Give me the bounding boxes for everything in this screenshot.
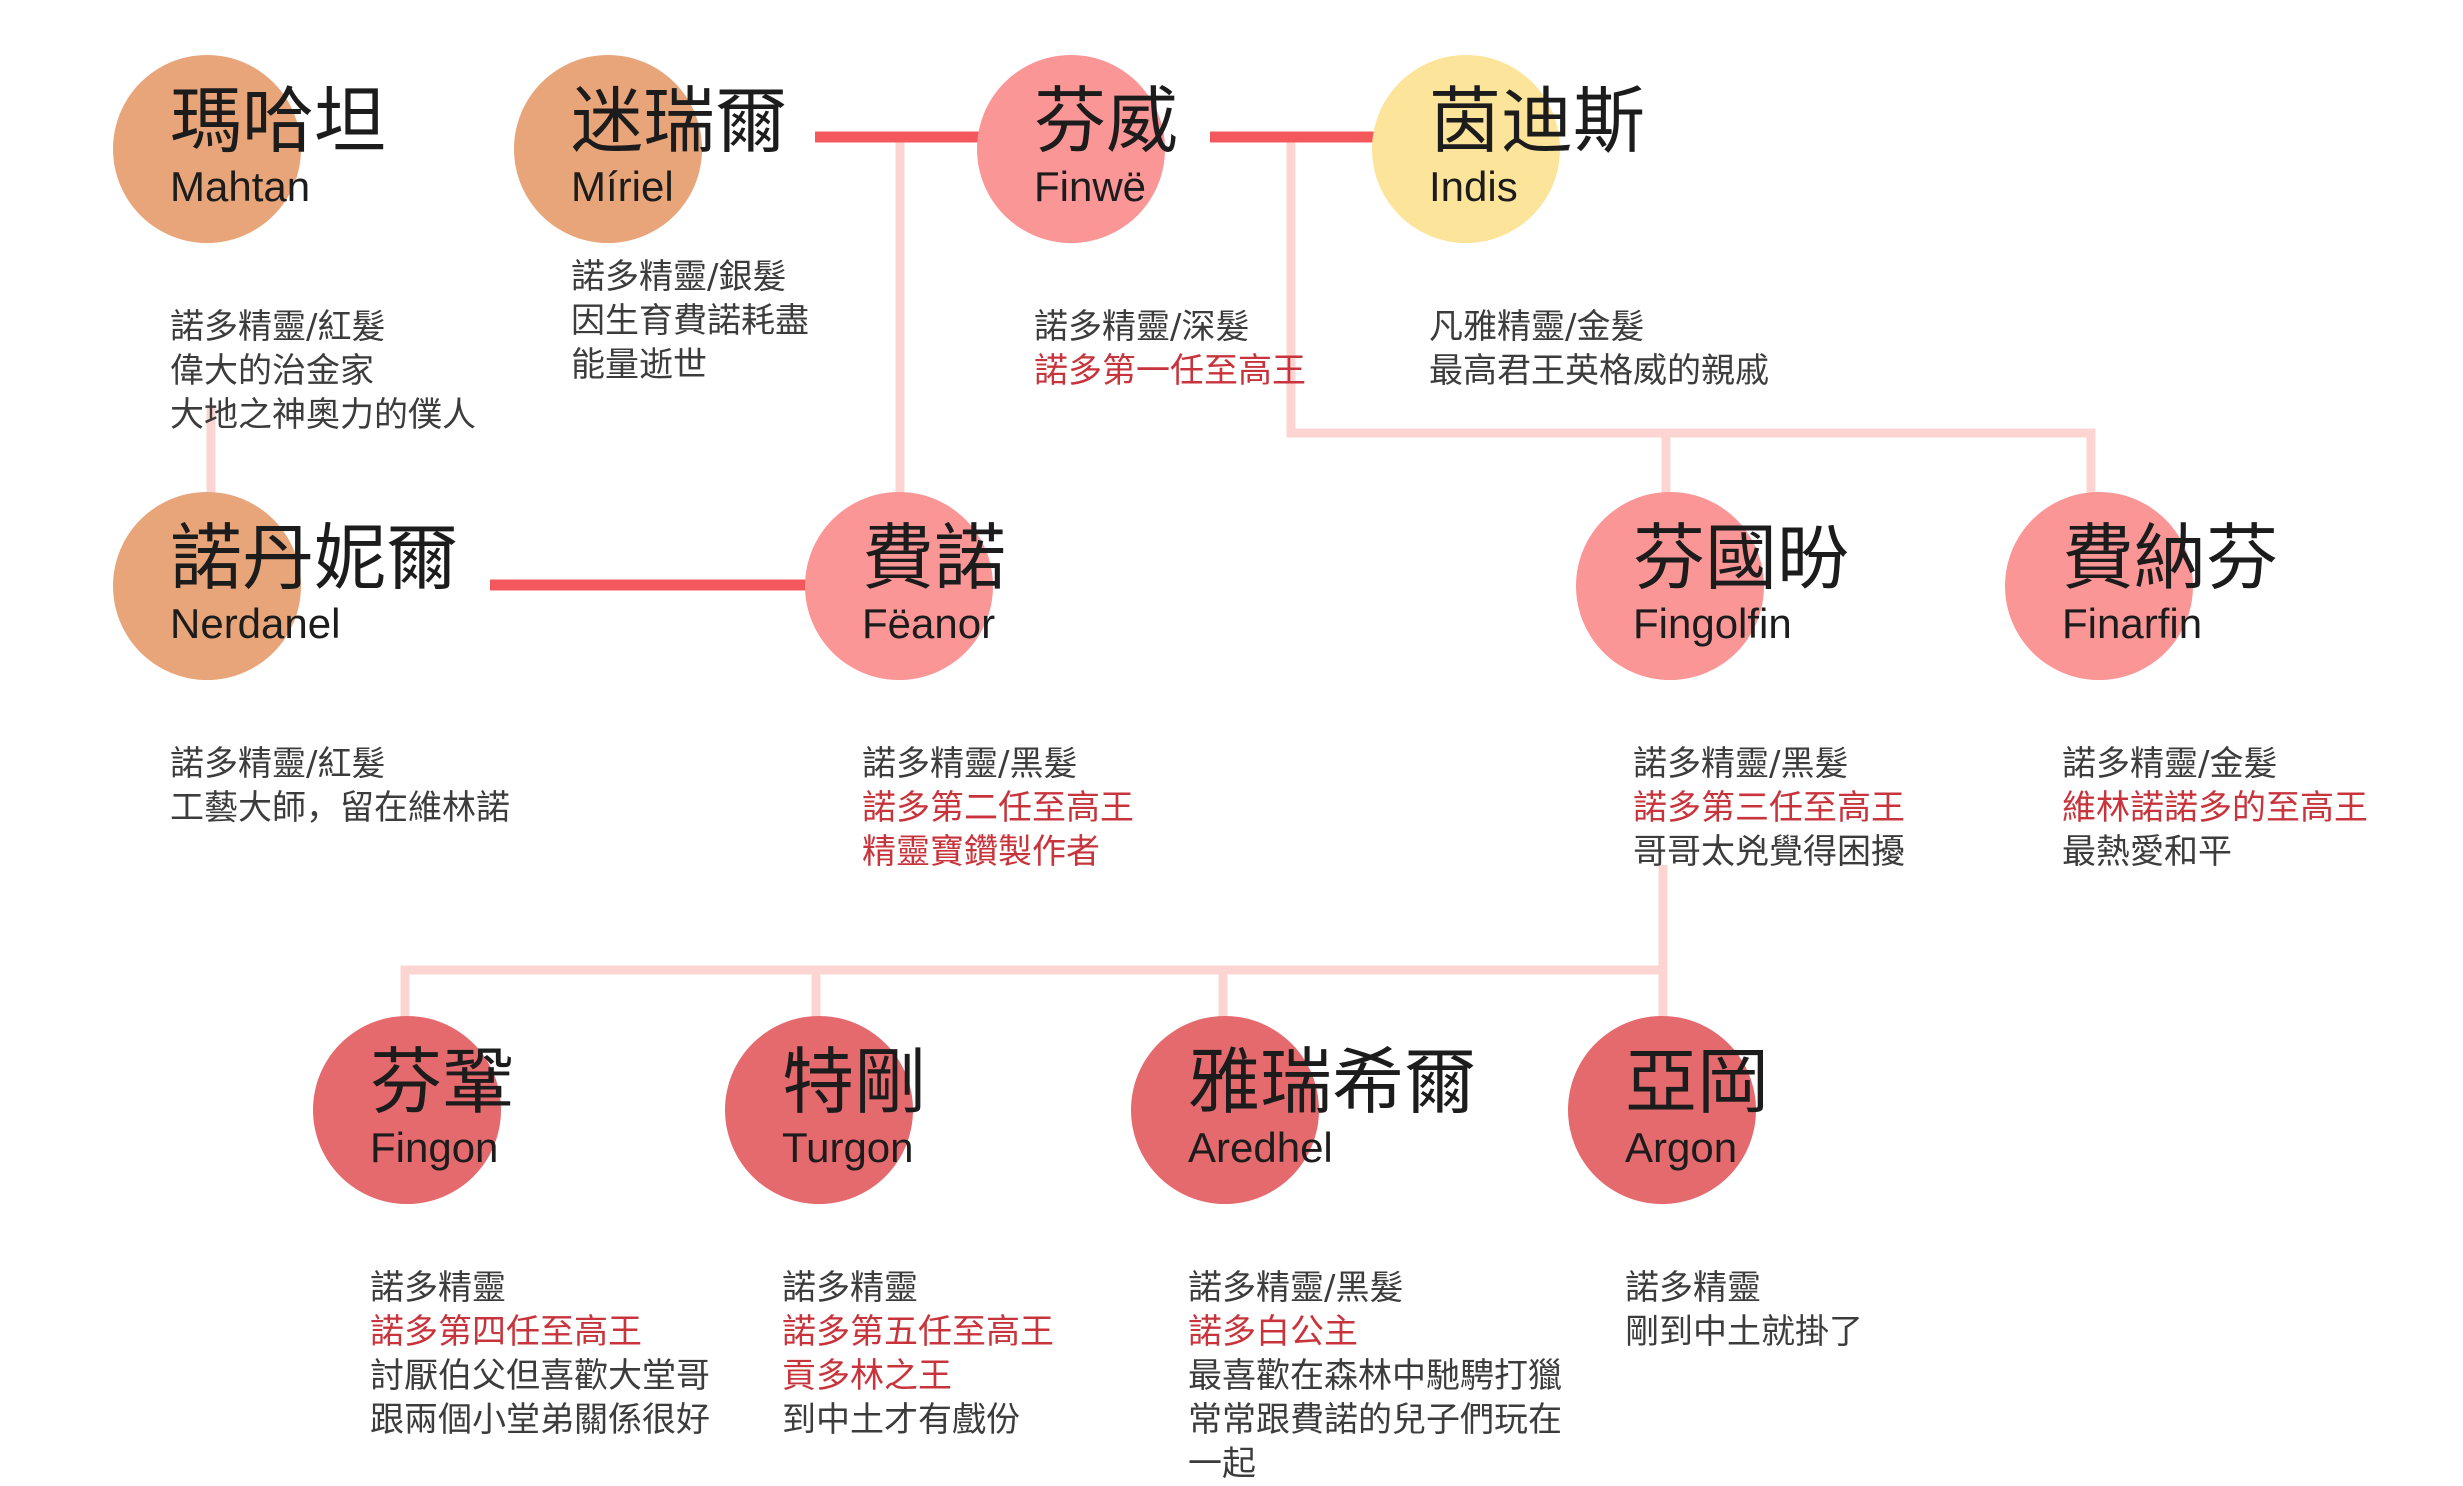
person-name-en: Turgon	[782, 1124, 914, 1171]
person-circle-argon	[1568, 1016, 1756, 1204]
description-line: 最熱愛和平	[2062, 832, 2232, 872]
person-circle-finwe	[977, 55, 1165, 243]
person-name-en: Finwë	[1034, 163, 1147, 210]
person-description: 諾多精靈/銀髮 因生育費諾耗盡 能量逝世	[571, 255, 809, 387]
person-name-cn: 費納芬	[2062, 516, 2279, 600]
description-line-highlight: 貢多林之王	[782, 1356, 952, 1396]
person-circle-finarfin	[2005, 492, 2193, 680]
description-line-highlight: 諾多第一任至高王	[1034, 351, 1306, 391]
person-circle-mahtan	[113, 55, 301, 243]
description-line: 凡雅精靈/金髮	[1429, 307, 1645, 347]
person-description: 凡雅精靈/金髮 最高君王英格威的親戚	[1429, 305, 1769, 393]
descent-line-finwe-indis-to-children	[1286, 140, 2096, 495]
person-description: 諾多精靈/黑髮 諾多第三任至高王 哥哥太兇覺得困擾	[1633, 742, 1905, 874]
person-circle-nerdanel	[113, 492, 301, 680]
person-name-cn: 諾丹妮爾	[170, 516, 459, 600]
person-description: 諾多精靈/金髮 維林諾諾多的至高王 最熱愛和平	[2062, 742, 2368, 874]
description-line: 諾多精靈/深髮	[1034, 307, 1250, 347]
person-name-en: Nerdanel	[170, 600, 341, 647]
person-name-en: Fingon	[370, 1124, 499, 1171]
person-description: 諾多精靈/紅髮 偉大的治金家 大地之神奧力的僕人	[170, 305, 476, 437]
person-name-cn: 迷瑞爾	[571, 79, 788, 163]
description-line-highlight: 維林諾諾多的至高王	[2062, 788, 2368, 828]
person-description: 諾多精靈 剛到中土就掛了	[1625, 1266, 1863, 1354]
description-line: 討厭伯父但喜歡大堂哥	[370, 1356, 710, 1396]
person-description: 諾多精靈/黑髮 諾多白公主 最喜歡在森林中馳騁打獵 常常跟費諾的兒子們玩在 一起	[1188, 1266, 1562, 1486]
person-name-cn: 費諾	[862, 516, 1007, 600]
description-line: 因生育費諾耗盡	[571, 301, 809, 341]
person-name-en: Míriel	[571, 163, 674, 210]
description-line-highlight: 諾多第五任至高王	[782, 1312, 1054, 1352]
description-line-highlight: 諾多第四任至高王	[370, 1312, 642, 1352]
description-line: 偉大的治金家	[170, 351, 374, 391]
person-description: 諾多精靈 諾多第四任至高王 討厭伯父但喜歡大堂哥 跟兩個小堂弟關係很好	[370, 1266, 710, 1442]
description-line: 最高君王英格威的親戚	[1429, 351, 1769, 391]
description-line: 到中土才有戲份	[782, 1400, 1020, 1440]
description-line: 工藝大師，留在維林諾	[170, 788, 510, 828]
person-name-en: Aredhel	[1188, 1124, 1333, 1171]
person-circle-miriel	[514, 55, 702, 243]
description-line: 跟兩個小堂弟關係很好	[370, 1400, 710, 1440]
person-description: 諾多精靈/深髮 諾多第一任至高王	[1034, 305, 1306, 393]
description-line: 剛到中土就掛了	[1625, 1312, 1863, 1352]
person-name-en: Fëanor	[862, 600, 996, 647]
person-name-en: Argon	[1625, 1124, 1738, 1171]
person-name-en: Indis	[1429, 163, 1518, 210]
description-line: 諾多精靈/金髮	[2062, 744, 2278, 784]
description-line: 諾多精靈/黑髮	[1633, 744, 1849, 784]
person-name-en: Fingolfin	[1633, 600, 1792, 647]
description-line: 諾多精靈	[782, 1268, 918, 1308]
person-name-cn: 特剛	[782, 1040, 927, 1124]
description-line: 常常跟費諾的兒子們玩在	[1188, 1400, 1562, 1440]
description-line: 能量逝世	[571, 345, 707, 385]
person-description: 諾多精靈/黑髮 諾多第二任至高王 精靈寶鑽製作者	[862, 742, 1134, 874]
description-line: 諾多精靈	[370, 1268, 506, 1308]
person-circle-fingolfin	[1576, 492, 1764, 680]
description-line-highlight: 諾多第三任至高王	[1633, 788, 1905, 828]
description-line: 諾多精靈/紅髮	[170, 307, 386, 347]
description-line: 一起	[1188, 1444, 1256, 1484]
description-line: 諾多精靈/黑髮	[862, 744, 1078, 784]
person-name-cn: 茵迪斯	[1429, 79, 1646, 163]
person-name-en: Mahtan	[170, 163, 311, 210]
person-circle-turgon	[725, 1016, 913, 1204]
descent-line-fingolfin-to-children	[400, 865, 1668, 1020]
description-line: 諾多精靈/紅髮	[170, 744, 386, 784]
description-line-highlight: 諾多白公主	[1188, 1312, 1358, 1352]
person-circle-fingon	[313, 1016, 501, 1204]
person-circle-aredhel	[1131, 1016, 1319, 1204]
description-line: 諾多精靈/銀髮	[571, 257, 787, 297]
person-name-cn: 亞岡	[1625, 1040, 1770, 1124]
person-circle-feanor	[805, 492, 993, 680]
person-name-cn: 芬國昐	[1633, 516, 1850, 600]
person-name-cn: 芬威	[1034, 79, 1179, 163]
description-line: 哥哥太兇覺得困擾	[1633, 832, 1905, 872]
person-name-cn: 芬鞏	[370, 1040, 515, 1124]
person-name-cn: 瑪哈坦	[170, 79, 387, 163]
person-description: 諾多精靈/紅髮 工藝大師，留在維林諾	[170, 742, 510, 830]
description-line-highlight: 精靈寶鑽製作者	[862, 832, 1100, 872]
description-line-highlight: 諾多第二任至高王	[862, 788, 1134, 828]
person-name-en: Finarfin	[2062, 600, 2203, 647]
description-line: 大地之神奧力的僕人	[170, 395, 476, 435]
description-line: 諾多精靈/黑髮	[1188, 1268, 1404, 1308]
description-line: 諾多精靈	[1625, 1268, 1761, 1308]
description-line: 最喜歡在森林中馳騁打獵	[1188, 1356, 1562, 1396]
person-description: 諾多精靈 諾多第五任至高王 貢多林之王 到中土才有戲份	[782, 1266, 1054, 1442]
person-name-cn: 雅瑞希爾	[1188, 1040, 1477, 1124]
person-circle-indis	[1372, 55, 1560, 243]
